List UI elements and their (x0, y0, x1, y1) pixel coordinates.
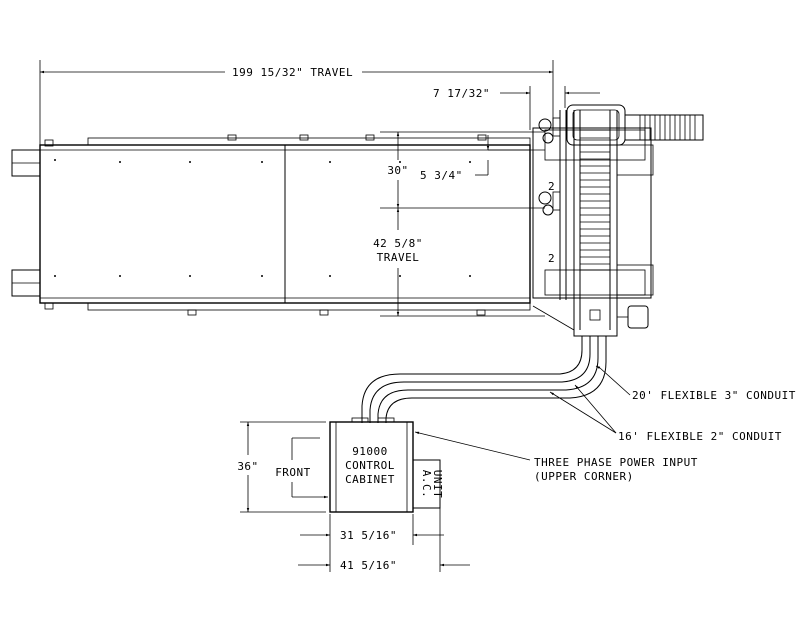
cabinet-width-dimensions: 31 5/16" 41 5/16" (298, 508, 470, 572)
offset-top-dimension: 7 17/32" (433, 86, 600, 130)
travel-y-word-label: TRAVEL (377, 251, 420, 264)
offset-top-label: 7 17/32" (433, 87, 490, 100)
ac-unit-line1: A.C. (420, 470, 433, 499)
mount-holes (54, 159, 471, 277)
travel-y-value-label: 42 5/8" (373, 237, 423, 250)
travel-x-dimension: 199 15/32" TRAVEL (39, 60, 554, 150)
travel-x-label: 199 15/32" TRAVEL (232, 66, 353, 79)
conduit-callouts: 20' FLEXIBLE 3" CONDUIT 16' FLEXIBLE 2" … (549, 365, 796, 443)
dim-30-label: 30" (387, 164, 408, 177)
cabinet-line3: CABINET (345, 473, 395, 486)
power-input-line2: (UPPER CORNER) (534, 470, 634, 483)
table-vertical-dimensions: 30" 42 5/8" TRAVEL 5 3/4" (373, 131, 545, 317)
cabinet-front-indicator: FRONT (275, 437, 328, 499)
cabinet-height-dimension: 36" (237, 421, 326, 513)
motor-fins (639, 115, 696, 140)
ac-unit-line2: UNIT (431, 470, 444, 499)
table-body (11, 134, 531, 316)
cabinet-line2: CONTROL (345, 459, 395, 472)
gantry-drive-assembly: 2 2 (532, 104, 704, 337)
rail-mark-upper: 2 (548, 180, 555, 193)
rail-mark-lower: 2 (548, 252, 555, 265)
cabinet-overall-label: 41 5/16" (340, 559, 397, 572)
dim-5-3-4-label: 5 3/4" (420, 169, 463, 182)
flexible-conduits (361, 336, 607, 423)
cabinet-front-label: FRONT (275, 466, 311, 479)
power-input-callout: THREE PHASE POWER INPUT (UPPER CORNER) (414, 431, 698, 483)
cable-carrier-ribs (580, 137, 610, 265)
conduit-2in-label: 16' FLEXIBLE 2" CONDUIT (618, 430, 782, 443)
control-cabinet: 91000 CONTROL CABINET A.C. UNIT (329, 417, 444, 513)
cabinet-line1: 91000 (352, 445, 388, 458)
cabinet-height-label: 36" (237, 460, 258, 473)
conduit-3in-label: 20' FLEXIBLE 3" CONDUIT (632, 389, 796, 402)
cabinet-width-label: 31 5/16" (340, 529, 397, 542)
power-input-line1: THREE PHASE POWER INPUT (534, 456, 698, 469)
